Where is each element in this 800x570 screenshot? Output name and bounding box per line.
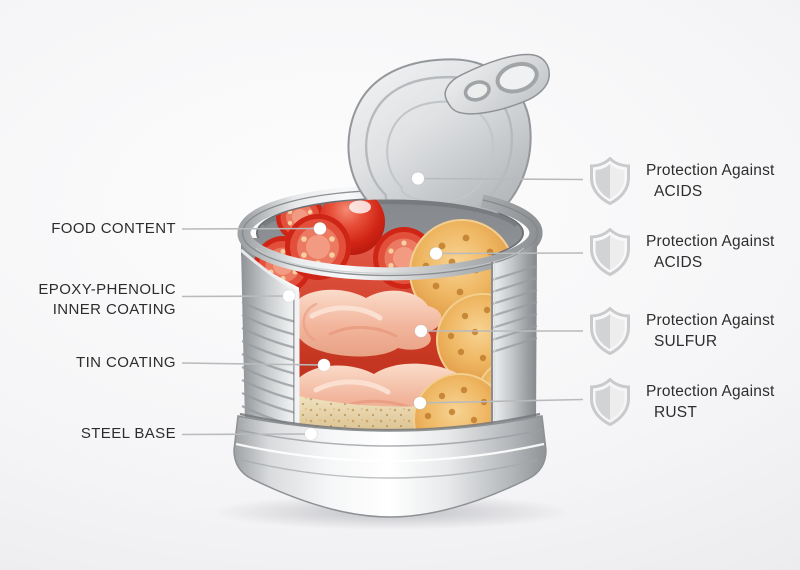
leader-lines	[181, 177, 584, 436]
label-protection-acids-lid: Protection Against ACIDS	[589, 157, 775, 205]
protection-label-line1: Protection Against	[646, 233, 775, 250]
connector-dot	[411, 171, 425, 186]
can-base	[233, 412, 547, 518]
can-wall-right	[491, 240, 538, 437]
connector-dot	[313, 221, 327, 236]
label-line: EPOXY-PHENOLIC	[38, 281, 176, 298]
connector-dot	[304, 427, 318, 441]
label-line: TIN COATING	[76, 354, 176, 371]
connector-dots	[282, 171, 443, 441]
connector-dot	[413, 396, 427, 410]
label-steel-base: STEEL BASE	[81, 424, 176, 444]
label-line: STEEL BASE	[80, 425, 176, 442]
connector-dot	[282, 289, 296, 303]
shield-icon	[589, 228, 631, 276]
pull-tab	[444, 53, 550, 115]
protection-label-line2: ACIDS	[654, 183, 703, 200]
protection-label-line2: RUST	[654, 404, 697, 421]
can-rim-front	[237, 194, 543, 281]
label-food-content: FOOD CONTENT	[51, 219, 176, 239]
shield-icon	[589, 157, 631, 205]
shield-icon	[589, 378, 631, 426]
shield-icon	[589, 307, 631, 355]
inner-coating-paste-upper	[294, 289, 442, 357]
can-lid	[334, 43, 550, 248]
protection-label-line1: Protection Against	[646, 312, 775, 329]
protection-label-line2: ACIDS	[654, 254, 703, 271]
label-tin-coating: TIN COATING	[76, 353, 176, 373]
label-line: INNER COATING	[52, 301, 176, 318]
connector-dot	[317, 358, 331, 372]
label-protection-rust: Protection Against RUST	[589, 378, 775, 426]
label-protection-acids-body: Protection Against ACIDS	[589, 228, 775, 276]
connector-dot	[414, 324, 428, 338]
label-epoxy-phenolic-inner-coating: EPOXY-PHENOLIC INNER COATING	[38, 280, 176, 320]
connector-dot	[429, 246, 443, 261]
label-line: FOOD CONTENT	[51, 220, 176, 237]
protection-label-line2: SULFUR	[654, 333, 718, 350]
label-protection-sulfur: Protection Against SULFUR	[589, 307, 775, 355]
protection-label-line1: Protection Against	[646, 383, 775, 400]
protection-label-line1: Protection Against	[646, 162, 775, 179]
